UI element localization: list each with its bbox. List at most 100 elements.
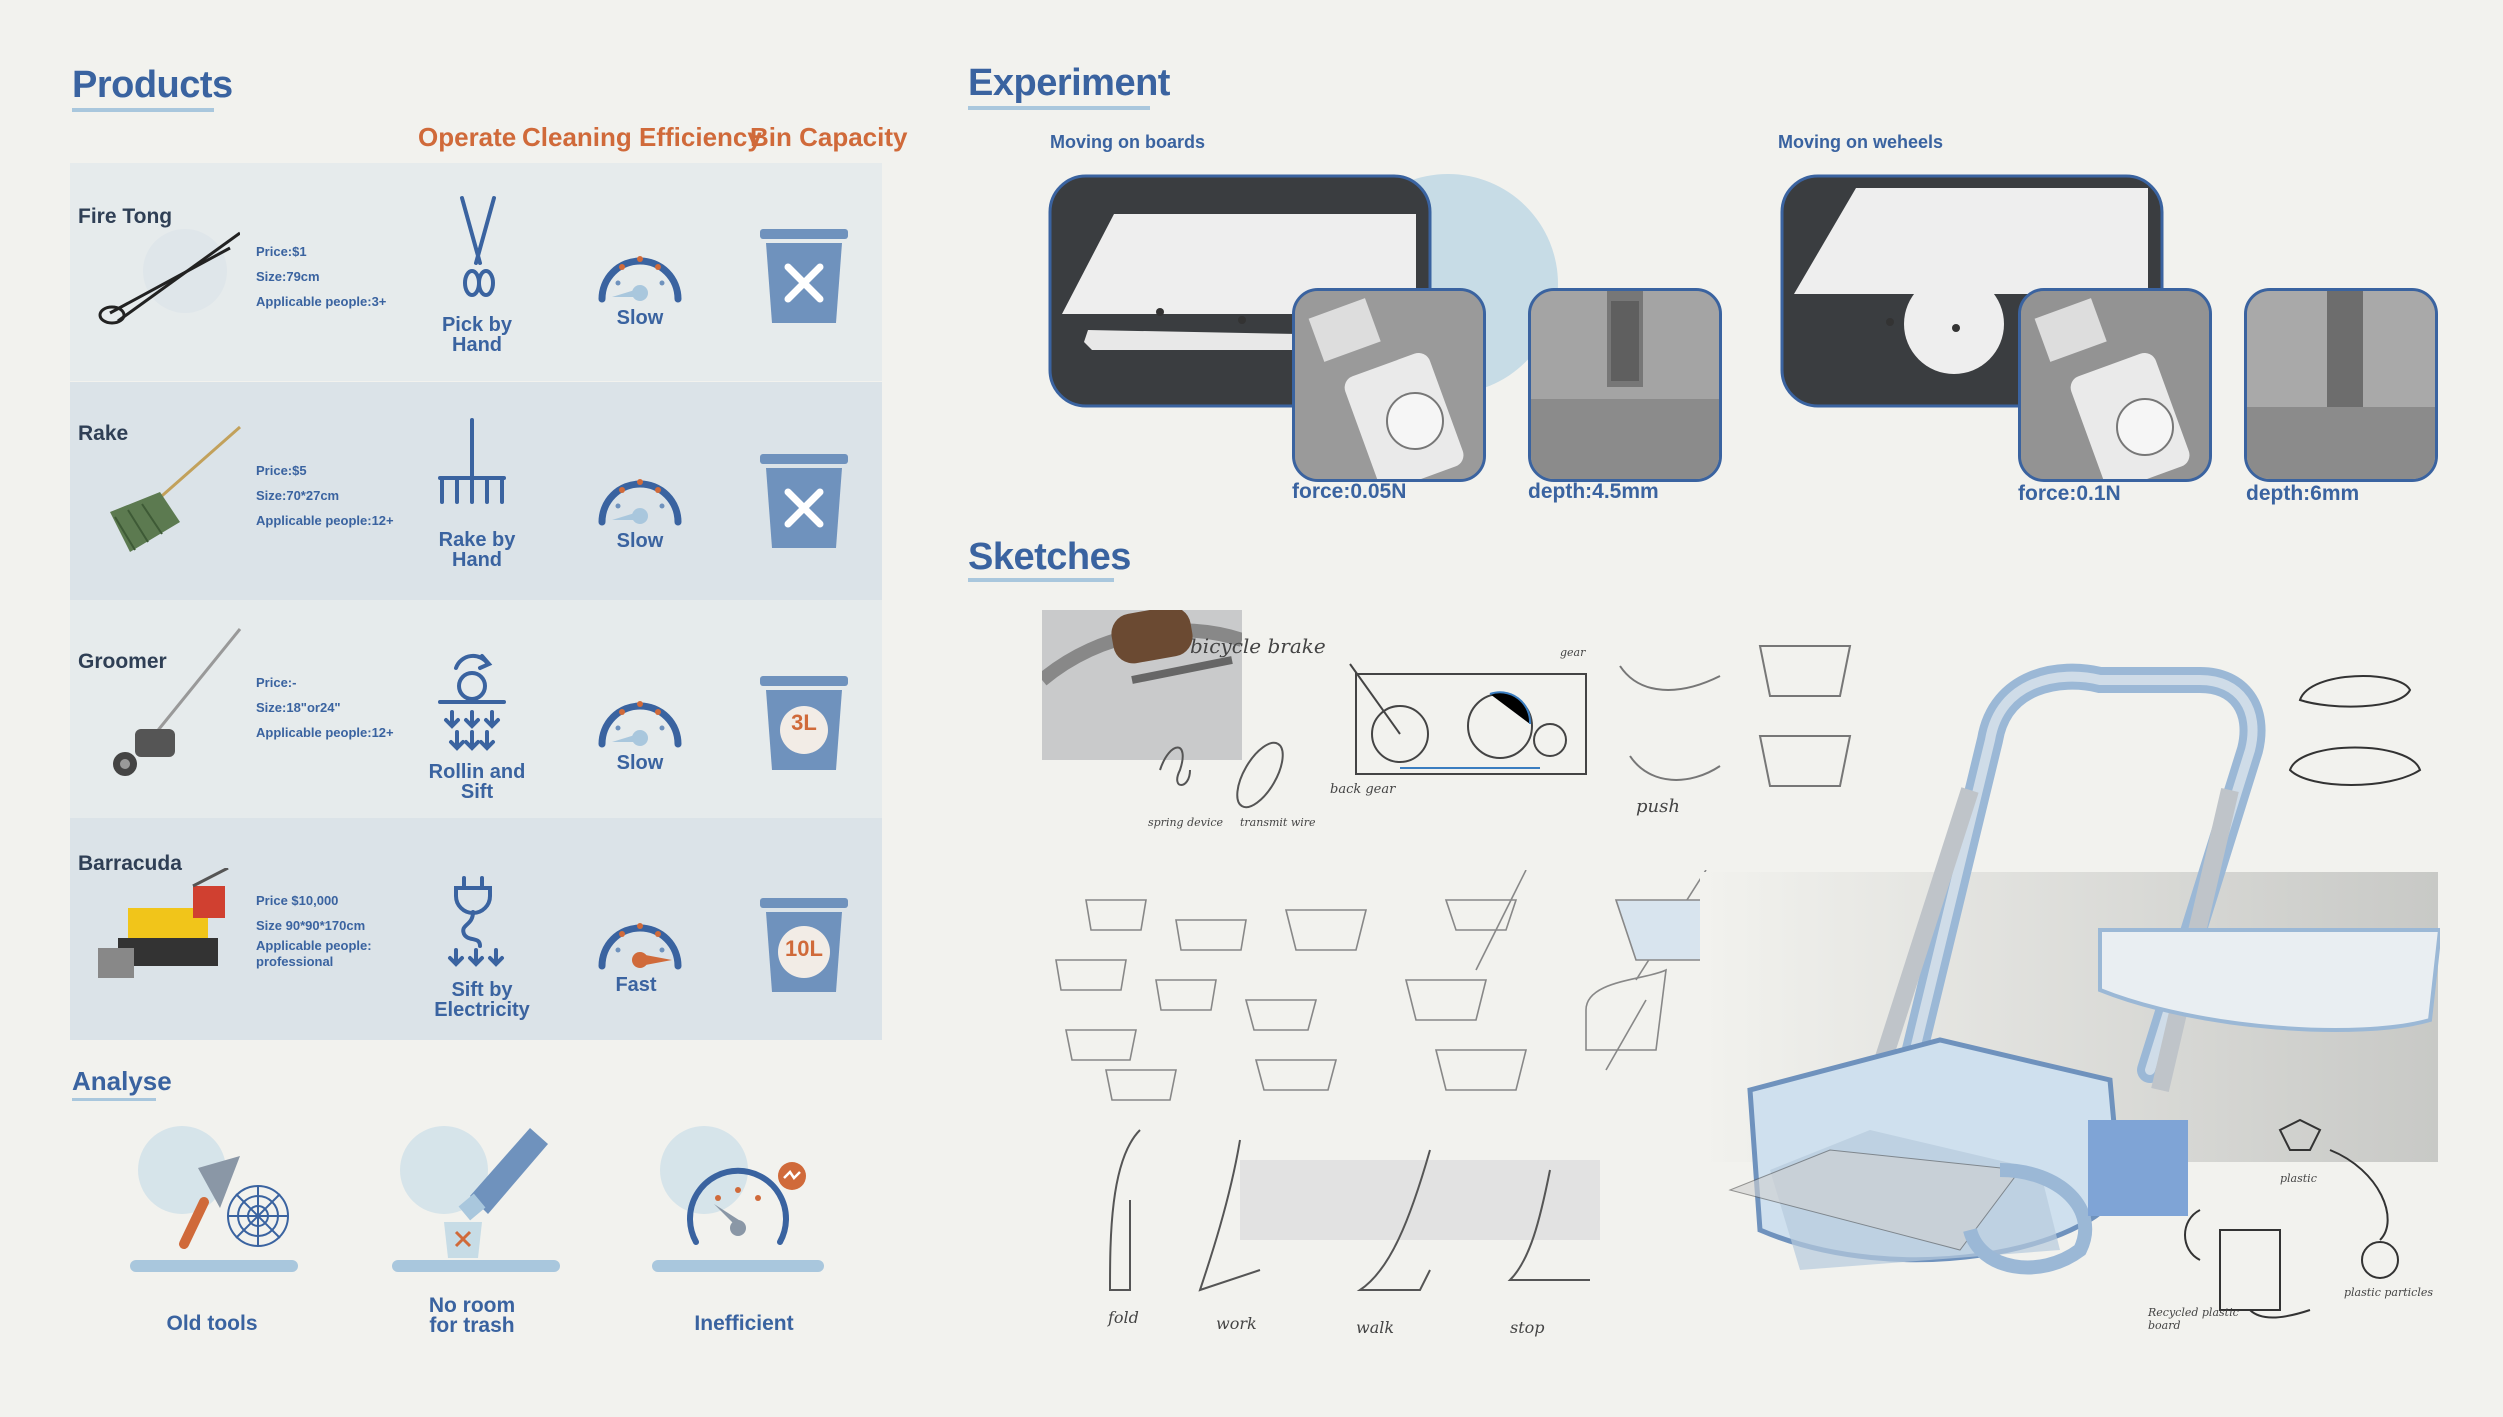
efficiency-label: Slow — [616, 752, 664, 774]
bicycle-brake-photo — [1042, 610, 1242, 760]
sketch-note-particles: plastic particles — [2344, 1286, 2433, 1299]
analyse-title-underline — [72, 1098, 156, 1101]
product-row-groomer: Groomer Price:- Size:18"or24" Applicable… — [70, 600, 882, 818]
product-row-fire-tong: Fire Tong Price:$1 Size:79cm Applicable … — [70, 163, 882, 381]
operate-label-line: Hand — [452, 549, 502, 571]
experiment-title: Experiment — [968, 62, 1170, 104]
operate-label: Rollin and Sift — [422, 762, 532, 802]
gauge-slow-icon — [598, 256, 682, 303]
bin-capacity-icon — [760, 898, 848, 992]
force-gauge-drawing — [2021, 291, 2209, 479]
sketch-note-board: Recycled plastic board — [2148, 1306, 2239, 1332]
gauge-slow-icon — [598, 479, 682, 526]
product-size: Size:79cm — [256, 269, 320, 284]
sketch-note-back-gear: back gear — [1330, 782, 1396, 797]
product-info: Price:$5 Size:70*27cm Applicable people:… — [256, 458, 394, 533]
depth-drawing — [2247, 291, 2435, 479]
analyse-label-old-tools: Old tools — [112, 1312, 312, 1335]
gauge-fast-icon — [598, 923, 682, 970]
operate-label-line: Pick by — [441, 314, 513, 336]
product-applicable: Applicable people:12+ — [256, 513, 394, 528]
spring-wire-sketch — [1159, 741, 1284, 809]
sketch-note-push: push — [1636, 796, 1680, 817]
operate-label-line: Sift by — [451, 979, 513, 1001]
operate-label-line: Rake by — [438, 529, 516, 551]
product-price: Price:$5 — [256, 463, 307, 478]
old-tools-icon — [130, 1126, 298, 1272]
product-applicable: Applicable people:12+ — [256, 725, 394, 740]
operate-label: Pick by Hand — [422, 315, 532, 355]
product-name: Fire Tong — [78, 205, 173, 228]
no-room-icon — [392, 1126, 560, 1272]
product-price: Price:$1 — [256, 244, 307, 259]
analyse-label-line: Inefficient — [694, 1312, 794, 1335]
gear-mechanism-sketch — [1349, 663, 1587, 775]
recycle-loop-sketch — [2184, 1118, 2399, 1319]
electric-sift-icon — [448, 876, 504, 967]
operate-label-line: Electricity — [434, 999, 530, 1021]
sketch-note-gear: gear — [1560, 646, 1586, 659]
depth-reading-boards: depth:4.5mm — [1528, 480, 1659, 503]
analyse-label-line: Old tools — [166, 1312, 258, 1335]
rake-icon — [438, 418, 506, 504]
gauge-slow-icon — [598, 701, 682, 748]
force-reading-boards: force:0.05N — [1292, 480, 1407, 503]
barracuda-image — [98, 868, 229, 978]
experiment-heading-boards: Moving on boards — [1050, 132, 1205, 152]
operate-label: Rake by Hand — [422, 530, 532, 570]
product-price: Price:- — [256, 675, 297, 690]
bin-capacity-label: 10L — [785, 936, 823, 961]
depth-drawing — [1531, 291, 1719, 479]
sketch-note-plastic: plastic — [2280, 1172, 2317, 1185]
analyse-title: Analyse — [72, 1066, 172, 1096]
product-info: Price:- Size:18"or24" Applicable people:… — [256, 670, 394, 745]
analyse-label-line: No room — [428, 1294, 516, 1317]
tongs-icon — [460, 196, 496, 297]
sketch-note-wire: transmit wire — [1240, 816, 1316, 829]
column-operate: Operate — [418, 122, 517, 152]
handle-grip-sketch — [2288, 675, 2422, 786]
usage-mode-sketches — [1108, 1129, 1600, 1292]
bin-none-icon — [760, 229, 848, 323]
product-info: Price:$1 Size:79cm Applicable people:3+ — [256, 239, 386, 314]
column-cleaning-efficiency: Cleaning Efficiency — [522, 122, 762, 152]
operate-label: Sift by Electricity — [422, 980, 542, 1020]
force-gauge-photo — [1292, 288, 1486, 482]
efficiency-label: Slow — [616, 307, 664, 329]
products-title-underline — [72, 108, 214, 112]
product-row-rake: Rake Price:$5 Size:70*27cm Applicable pe… — [70, 382, 882, 600]
sketches-title: Sketches — [968, 536, 1131, 578]
force-gauge-drawing — [1295, 291, 1483, 479]
depth-photo — [2244, 288, 2438, 482]
analyse-label-no-room: No room for trash — [372, 1294, 572, 1336]
product-name: Rake — [78, 422, 129, 445]
sketch-note-fold: fold — [1108, 1308, 1139, 1327]
product-size: Size:70*27cm — [256, 488, 340, 503]
product-price: Price $10,000 — [256, 893, 339, 908]
product-size: Size 90*90*170cm — [256, 918, 366, 933]
inefficient-icon — [652, 1126, 824, 1272]
efficiency-label: Slow — [616, 530, 664, 552]
sketch-note-walk: walk — [1356, 1318, 1395, 1337]
products-title: Products — [72, 64, 233, 106]
experiment-title-underline — [968, 106, 1150, 110]
product-size: Size:18"or24" — [256, 700, 341, 715]
operate-label-line: Sift — [460, 781, 494, 803]
product-row-barracuda: Barracuda Price $10,000 Size 90*90*170cm… — [70, 818, 882, 1040]
force-gauge-photo — [2018, 288, 2212, 482]
sketch-note-bicycle: bicycle brake — [1190, 634, 1326, 658]
sketch-note-spring: spring device — [1148, 816, 1224, 829]
product-applicable-value: professional — [256, 954, 334, 969]
fire-tong-image — [98, 229, 240, 325]
bin-capacity-icon — [760, 676, 848, 770]
depth-reading-wheels: depth:6mm — [2246, 482, 2360, 505]
groomer-image — [113, 628, 242, 776]
operate-label-line: Hand — [452, 334, 502, 356]
sketches-title-underline — [968, 578, 1114, 582]
product-name: Barracuda — [78, 852, 182, 875]
product-applicable: Applicable people: — [256, 938, 372, 953]
product-applicable: Applicable people:3+ — [256, 294, 387, 309]
experiment-heading-wheels: Moving on weheels — [1778, 132, 1944, 152]
column-bin-capacity: Bin Capacity — [750, 122, 908, 152]
operate-label-line: Rollin and — [428, 761, 526, 783]
